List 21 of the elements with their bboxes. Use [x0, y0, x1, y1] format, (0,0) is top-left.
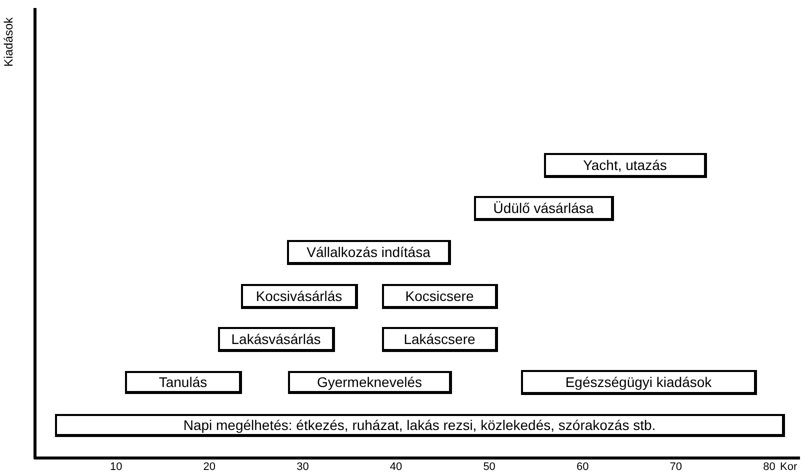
label-box: Vállalkozás indítása	[287, 240, 451, 265]
label-box: Tanulás	[125, 371, 242, 394]
label-box: Yacht, utazás	[544, 153, 707, 178]
axis-title: Kor	[780, 461, 798, 473]
label-box: Kocsicsere	[382, 284, 498, 309]
label-box: Egészségügyi kiadások	[521, 370, 757, 395]
tick-label: 60	[576, 461, 589, 473]
tick-label: 30	[296, 461, 309, 473]
tick-label: 10	[110, 461, 122, 473]
axis-title: Kiadások	[2, 17, 16, 67]
tick-label: 80	[763, 461, 776, 473]
label-box: Napi megélhetés: étkezés, ruházat, lakás rezsi, közlekedés, szórakozás stb.	[55, 414, 785, 437]
label-box: Lakáscsere	[382, 327, 498, 352]
tick-label: 20	[203, 461, 216, 473]
tick-label: 50	[483, 461, 496, 473]
tick-label: 70	[670, 461, 682, 473]
label-box: Kocsivásárlás	[241, 284, 358, 309]
label-box: Lakásvásárlás	[218, 327, 335, 352]
label-box: Gyermeknevelés	[288, 371, 452, 394]
tick-label: 40	[390, 461, 402, 473]
label-box: Üdülő vásárlása	[474, 196, 614, 221]
